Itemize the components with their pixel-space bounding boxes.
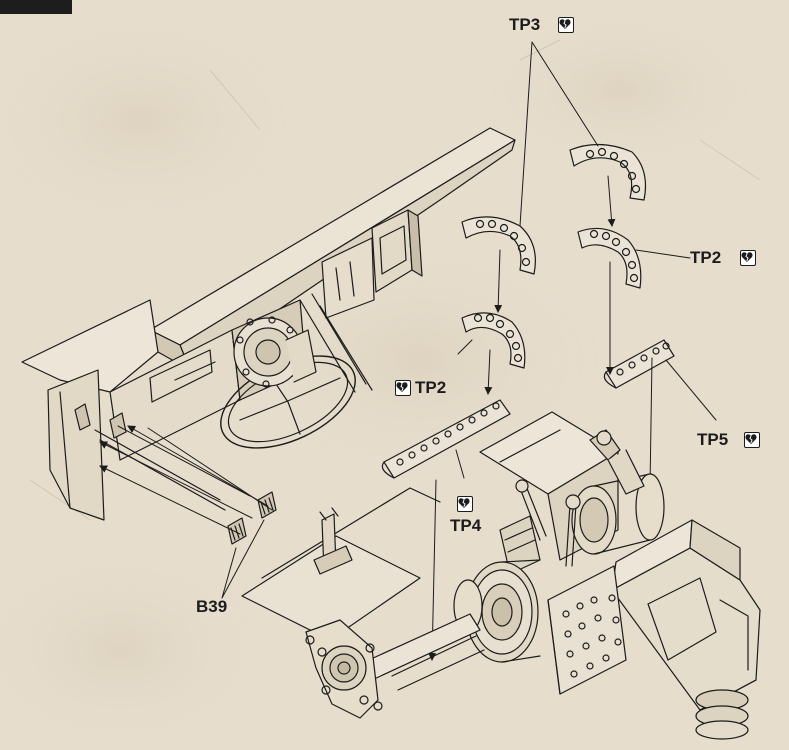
wheel-hub-upper: [233, 316, 317, 388]
part-tp2-left: [461, 312, 526, 369]
step-number-tab: [0, 0, 72, 14]
broken-heart-icon: [457, 496, 473, 512]
part-tp5: [603, 339, 675, 389]
label-leader-lines: [455, 41, 717, 479]
brake-drum: [453, 559, 541, 663]
transmission-housing: [479, 411, 761, 740]
front-axle-shaft: [359, 613, 485, 691]
label-tp2-left: TP2: [415, 378, 447, 397]
label-b39: B39: [196, 597, 228, 616]
label-tp5: TP5: [697, 430, 729, 449]
label-tp3: TP3: [509, 15, 541, 34]
part-tp4: [381, 399, 511, 479]
label-tp2-right: TP2: [690, 248, 722, 267]
tp-assembly-arrows: [428, 175, 655, 661]
pedal-post: [313, 507, 353, 575]
floor-plate: [241, 487, 441, 641]
paper-texture: [0, 10, 761, 750]
label-tp4: TP4: [450, 516, 482, 535]
part-tp3-right: [569, 143, 647, 201]
b39-assembly-arrows: [99, 425, 273, 535]
steering-knuckle: [305, 619, 383, 719]
broken-heart-icon: [395, 380, 411, 396]
part-tp2-right: [577, 227, 642, 289]
broken-heart-icon: [744, 432, 760, 448]
part-tp3-left: [461, 216, 536, 275]
broken-heart-icon: [740, 250, 756, 266]
broken-heart-icon: [558, 17, 574, 33]
b39-leader-lines: [221, 519, 265, 599]
